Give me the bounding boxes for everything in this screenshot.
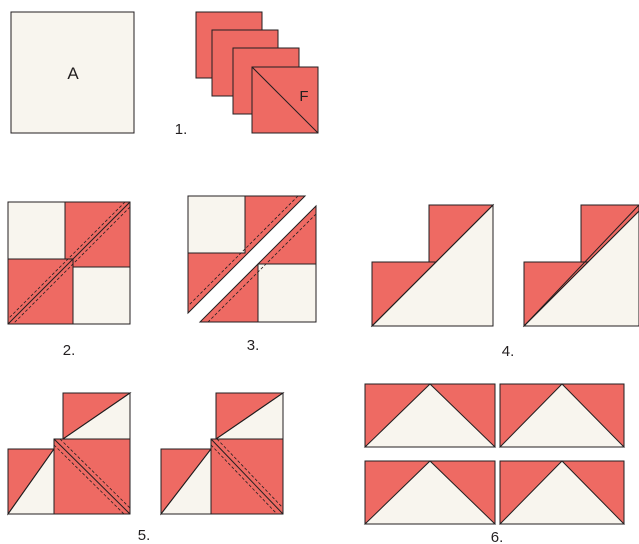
step6-label: 6.: [491, 529, 504, 544]
step5-unit-right: [159, 392, 285, 516]
step2-block: [7, 201, 131, 325]
step4-unit-right: [522, 204, 639, 328]
step6-goose-3: [363, 460, 497, 525]
step6-goose-4: [498, 460, 626, 525]
square-f-label: F: [299, 88, 308, 105]
step3-block: [187, 195, 317, 323]
step6-goose-1: [363, 383, 497, 448]
step5-label: 5.: [138, 527, 151, 544]
square-a-label: A: [67, 64, 79, 83]
step1-f-squares: F: [195, 11, 319, 134]
square-a: A: [10, 11, 135, 134]
step6-goose-2: [498, 383, 626, 448]
step5-unit-left: [7, 392, 132, 516]
step3-label: 3.: [247, 337, 260, 354]
step4-unit-left: [370, 203, 495, 328]
step1-label: 1.: [175, 121, 188, 138]
step2-label: 2.: [63, 342, 76, 359]
step4-label: 4.: [502, 343, 515, 360]
